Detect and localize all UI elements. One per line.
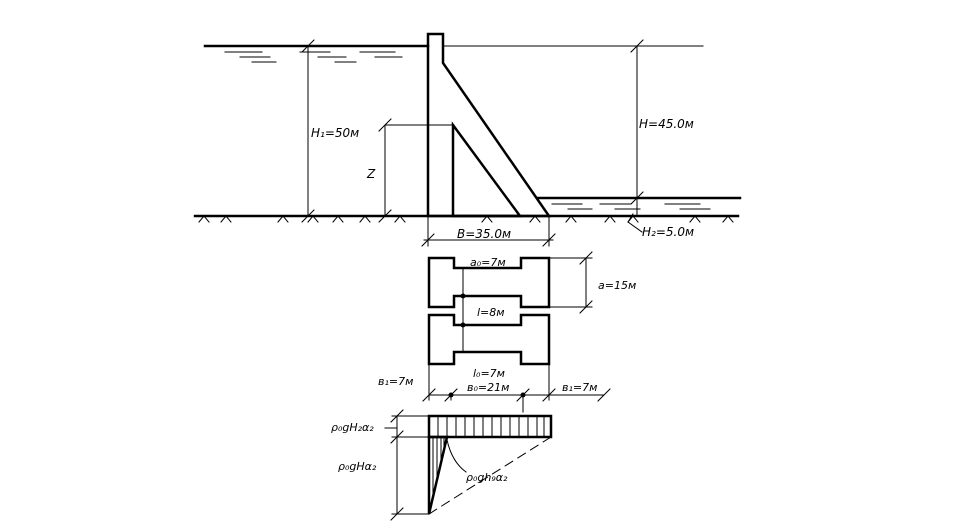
- label-h1: H₁=50м: [311, 126, 359, 140]
- pressure-diag-leader: [446, 439, 467, 473]
- pressure-triangle-hatch: [432, 436, 445, 497]
- dam-section-view: [193, 32, 742, 247]
- label-l: l=8м: [477, 306, 505, 319]
- dim-a: [548, 251, 593, 314]
- label-b0: в₀=21м: [467, 381, 509, 394]
- pressure-dashed-line: [428, 436, 552, 515]
- plan-node-1: [460, 293, 466, 299]
- label-p-mid: ρ₀gHα₂: [338, 460, 377, 473]
- dim-h: [442, 39, 704, 205]
- dim-z: [378, 118, 454, 223]
- dim-pressure-left: [384, 409, 430, 521]
- dam-plan-view: [422, 251, 611, 413]
- pressure-band-hatch: [437, 415, 545, 438]
- dim-b0-b1: [422, 363, 611, 413]
- dam-outline: [426, 32, 552, 218]
- b0-node-left: [448, 392, 454, 398]
- label-b1-right: в₁=7м: [562, 381, 597, 394]
- label-h2: H₂=5.0м: [642, 225, 694, 239]
- upstream-water-hatch: [224, 51, 403, 63]
- label-p-top: ρ₀gH₂α₂: [331, 421, 374, 434]
- pressure-top-band: [427, 414, 553, 439]
- label-p-diag: ρ₀gh₉α₂: [466, 471, 508, 484]
- plan-block-lower: [427, 313, 551, 366]
- label-a0: a₀=7м: [470, 256, 506, 269]
- dim-h1: [301, 39, 315, 223]
- plan-node-2: [460, 322, 466, 328]
- label-b1-left: в₁=7м: [378, 375, 413, 388]
- label-b: B=35.0м: [457, 227, 511, 241]
- label-h: H=45.0м: [639, 117, 694, 131]
- downstream-water-hatch: [551, 203, 711, 210]
- pressure-diagram: [384, 409, 553, 521]
- dim-h2-leader: [627, 197, 643, 233]
- b0-node-right: [520, 392, 526, 398]
- pressure-triangle: [427, 435, 449, 515]
- dim-b: [421, 215, 556, 247]
- dam-cavity: [451, 121, 523, 218]
- label-a: a=15м: [598, 279, 636, 292]
- label-z: Z: [366, 167, 376, 181]
- label-l0: l₀=7м: [473, 367, 505, 380]
